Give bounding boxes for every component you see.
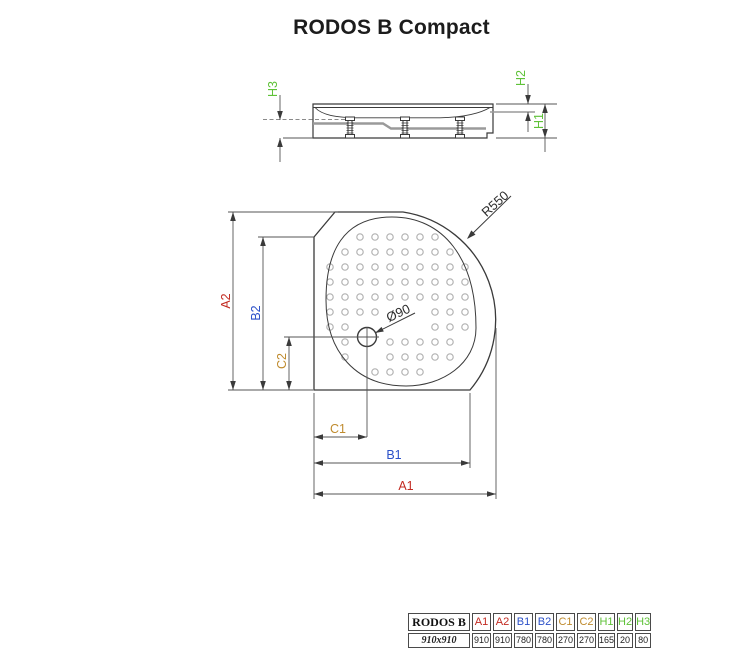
adjustable-foot <box>345 116 355 139</box>
value-h3: 80 <box>635 633 652 648</box>
dim-label-c1: C1 <box>330 422 346 436</box>
col-header-c2: C2 <box>577 613 596 631</box>
tray-outline <box>313 211 497 391</box>
col-header-b1: B1 <box>514 613 533 631</box>
dim-label-h3: H3 <box>266 81 280 97</box>
value-h2: 20 <box>617 633 634 648</box>
value-h1: 165 <box>598 633 616 648</box>
top-dimension-arrows <box>230 212 496 497</box>
value-a1: 910 <box>472 633 491 648</box>
dim-label-a2: A2 <box>219 293 233 308</box>
anti-slip-dots <box>326 233 469 376</box>
dim-label-h2: H2 <box>514 70 528 86</box>
col-header-h2: H2 <box>617 613 634 631</box>
radius-callout: R550 <box>478 188 511 220</box>
basin-contour <box>325 216 477 387</box>
value-a2: 910 <box>493 633 512 648</box>
dim-label-b2: B2 <box>249 305 263 320</box>
col-header-h3: H3 <box>635 613 652 631</box>
value-b1: 780 <box>514 633 533 648</box>
top-view: A2 B2 C2 C1 B1 A1 R550 Ø90 <box>219 188 512 499</box>
col-header-a1: A1 <box>472 613 491 631</box>
dim-label-h1: H1 <box>532 113 546 129</box>
dim-label-a1: A1 <box>398 479 413 493</box>
dimension-table: RODOS B A1 A2 B1 B2 C1 C2 H1 H2 H3 910x9… <box>406 611 653 648</box>
model-size: 910x910 <box>408 633 470 648</box>
adjustable-foot <box>400 116 410 139</box>
side-view: H3 H2 H1 <box>263 70 557 162</box>
value-b2: 780 <box>535 633 554 648</box>
col-header-c1: C1 <box>556 613 575 631</box>
dimension-table-header-row: RODOS B A1 A2 B1 B2 C1 C2 H1 H2 H3 <box>408 613 652 631</box>
drawing-title: RODOS B Compact <box>293 16 490 39</box>
radius-leader-line <box>467 195 512 239</box>
value-c2: 270 <box>577 633 596 648</box>
col-header-h1: H1 <box>598 613 616 631</box>
adjustable-foot <box>455 116 465 139</box>
dim-label-c2: C2 <box>275 353 289 369</box>
dimension-table-value-row: 910x910 910 910 780 780 270 270 165 20 8… <box>408 633 652 648</box>
col-header-a2: A2 <box>493 613 512 631</box>
dim-label-b1: B1 <box>386 448 401 462</box>
side-basin-floor <box>314 107 491 119</box>
col-header-b2: B2 <box>535 613 554 631</box>
value-c1: 270 <box>556 633 575 648</box>
side-dimension-arrows <box>277 95 548 147</box>
model-name: RODOS B <box>408 613 470 631</box>
